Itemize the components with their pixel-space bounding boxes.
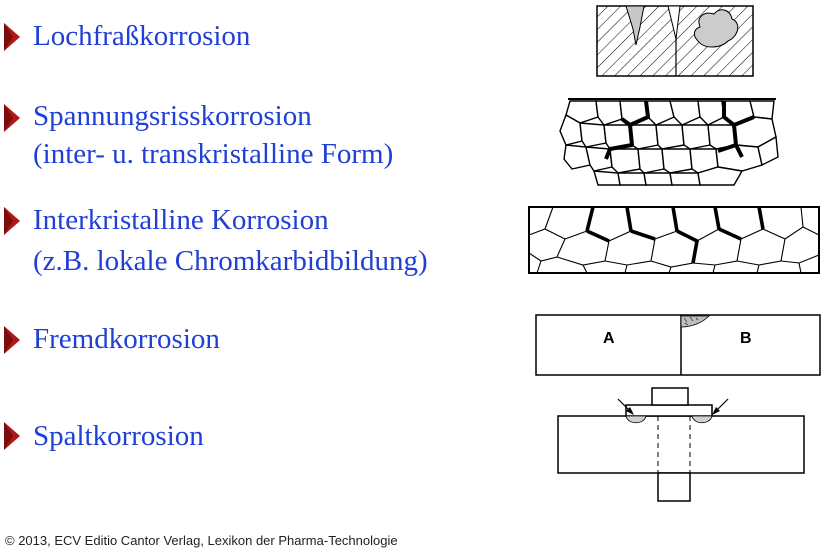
pitting-corrosion-figure bbox=[596, 5, 754, 77]
item-label: Interkristalline Korrosion bbox=[33, 204, 329, 236]
bullet-icon bbox=[4, 207, 20, 235]
galvanic-corrosion-figure: A B bbox=[535, 314, 821, 376]
intergranular-corrosion-figure bbox=[528, 206, 820, 274]
bullet-icon bbox=[4, 104, 20, 132]
metal-b-label: B bbox=[740, 330, 752, 347]
item-sublabel: (inter- u. transkristalline Form) bbox=[33, 138, 394, 170]
item-label: Spaltkorrosion bbox=[33, 420, 204, 452]
stress-corrosion-cracking-figure bbox=[559, 98, 779, 186]
bullet-icon bbox=[4, 326, 20, 354]
item-sublabel: (z.B. lokale Chromkarbidbildung) bbox=[33, 245, 428, 277]
item-label: Lochfraßkorrosion bbox=[33, 20, 251, 52]
crevice-corrosion-figure bbox=[557, 387, 805, 502]
item-label: Spannungsrisskorrosion bbox=[33, 100, 312, 132]
copyright-notice: © 2013, ECV Editio Cantor Verlag, Lexiko… bbox=[5, 533, 398, 548]
metal-a-label: A bbox=[603, 330, 615, 347]
item-label: Fremdkorrosion bbox=[33, 323, 220, 355]
bullet-icon bbox=[4, 23, 20, 51]
bullet-icon bbox=[4, 422, 20, 450]
